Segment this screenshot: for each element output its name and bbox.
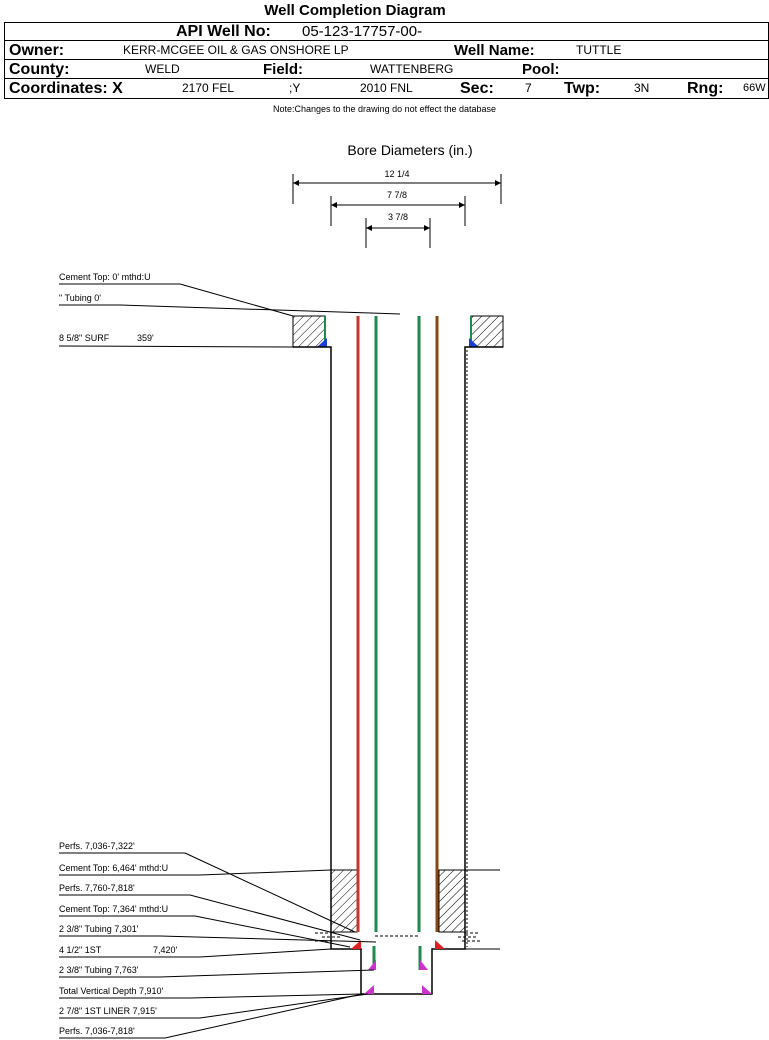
surface-cement-left bbox=[292, 315, 327, 348]
label-tubing-7763: 2 3/8" Tubing 7,763' bbox=[59, 965, 139, 975]
field-value: WATTENBERG bbox=[370, 62, 454, 76]
liner-shoe-left bbox=[364, 985, 374, 994]
callout-tubing-7301: 2 3/8" Tubing 7,301' bbox=[59, 924, 377, 943]
liner-shoe-right bbox=[422, 985, 432, 994]
callout-total-vertical-depth: Total Vertical Depth 7,910' bbox=[59, 986, 362, 999]
header-row-county: County: WELD Field: WATTENBERG Pool: bbox=[4, 60, 769, 79]
well-name-value: TUTTLE bbox=[576, 43, 622, 57]
owner-label: Owner: bbox=[9, 42, 65, 59]
coordinate-y-label: ;Y bbox=[289, 81, 301, 95]
bore-diameter-1-label: 12 1/4 bbox=[384, 169, 409, 179]
api-label: API Well No: bbox=[176, 23, 271, 40]
liner-mark-right-upper bbox=[420, 960, 428, 970]
label-surf-depth: 359' bbox=[137, 333, 154, 343]
label-perfs-3: Perfs. 7,036-7,818' bbox=[59, 1026, 135, 1036]
label-first-casing-depth: 7,420' bbox=[153, 945, 178, 955]
label-cement-top-7364: Cement Top: 7,364' mthd:U bbox=[59, 904, 168, 914]
callout-tubing-7763: 2 3/8" Tubing 7,763' bbox=[59, 965, 375, 978]
database-note: Note:Changes to the drawing do not effec… bbox=[273, 104, 496, 114]
twp-label: Twp: bbox=[564, 80, 601, 97]
field-label: Field: bbox=[263, 61, 303, 78]
sec-value: 7 bbox=[525, 81, 532, 95]
label-surf-casing: 8 5/8" SURF bbox=[59, 333, 110, 343]
production-cement-right bbox=[438, 869, 466, 933]
production-cement-left bbox=[330, 869, 358, 933]
header-row-api: API Well No: 05-123-17757-00- bbox=[4, 22, 769, 41]
page-title: Well Completion Diagram bbox=[264, 2, 446, 19]
callout-perfs-2: Perfs. 7,760-7,818' bbox=[59, 883, 361, 941]
twp-value: 3N bbox=[634, 81, 650, 95]
bore-diameter-3-label: 3 7/8 bbox=[388, 212, 408, 222]
label-liner: 2 7/8" 1ST LINER 7,915' bbox=[59, 1006, 157, 1016]
coordinates-label: Coordinates: X bbox=[9, 80, 123, 97]
callout-tubing-0: " Tubing 0' bbox=[59, 293, 401, 315]
coordinate-y-value: 2010 FNL bbox=[360, 81, 413, 95]
label-first-casing: 4 1/2" 1ST bbox=[59, 945, 102, 955]
callout-first-casing: 4 1/2" 1ST 7,420' bbox=[59, 945, 500, 958]
coordinate-x-value: 2170 FEL bbox=[182, 81, 235, 95]
surface-cement-right bbox=[469, 315, 504, 348]
callout-surf-casing: 8 5/8" SURF 359' bbox=[58, 333, 294, 348]
rng-label: Rng: bbox=[687, 80, 724, 97]
perforations-zone bbox=[315, 932, 482, 942]
surface-shoe-right bbox=[469, 338, 479, 347]
county-value: WELD bbox=[145, 62, 180, 76]
label-perfs-1: Perfs. 7,036-7,322' bbox=[59, 841, 135, 851]
header-row-owner: Owner: KERR-MCGEE OIL & GAS ONSHORE LP W… bbox=[4, 41, 769, 60]
surface-shoe-left bbox=[317, 338, 327, 347]
bore-diameters-title: Bore Diameters (in.) bbox=[347, 142, 472, 158]
label-cement-top-0: Cement Top: 0' mthd:U bbox=[59, 272, 151, 282]
sec-label: Sec: bbox=[460, 80, 494, 97]
label-total-vertical-depth: Total Vertical Depth 7,910' bbox=[59, 986, 164, 996]
label-tubing-7301: 2 3/8" Tubing 7,301' bbox=[59, 924, 139, 934]
well-name-label: Well Name: bbox=[454, 42, 535, 59]
callout-perfs-3: Perfs. 7,036-7,818' bbox=[59, 993, 363, 1039]
callout-liner: 2 7/8" 1ST LINER 7,915' bbox=[59, 993, 369, 1019]
callout-cement-top-0: Cement Top: 0' mthd:U bbox=[59, 272, 294, 317]
casing-shoe-right bbox=[435, 940, 445, 949]
callout-perfs-1: Perfs. 7,036-7,322' bbox=[59, 841, 356, 933]
header-row-coordinates: Coordinates: X 2170 FEL ;Y 2010 FNL Sec:… bbox=[4, 79, 769, 99]
owner-value: KERR-MCGEE OIL & GAS ONSHORE LP bbox=[123, 43, 349, 57]
label-cement-top-6464: Cement Top: 6,464' mthd:U bbox=[59, 863, 168, 873]
callout-cement-top-7364: Cement Top: 7,364' mthd:U bbox=[59, 904, 351, 948]
bore-dimension-3-7-8: 3 7/8 bbox=[365, 212, 431, 248]
bore-dimension-7-7-8: 7 7/8 bbox=[330, 190, 466, 226]
rng-value: 66W bbox=[743, 82, 766, 94]
liner-mark-left-upper bbox=[368, 960, 376, 970]
borehole-wall bbox=[293, 346, 503, 995]
casing-shoe-left bbox=[351, 940, 361, 949]
bore-dimension-12-1-4: 12 1/4 bbox=[292, 169, 502, 204]
bore-diameter-2-label: 7 7/8 bbox=[387, 190, 407, 200]
api-value: 05-123-17757-00- bbox=[302, 23, 423, 40]
pool-label: Pool: bbox=[522, 61, 560, 78]
county-label: County: bbox=[9, 61, 70, 78]
label-tubing-0: " Tubing 0' bbox=[59, 293, 101, 303]
label-perfs-2: Perfs. 7,760-7,818' bbox=[59, 883, 135, 893]
callout-cement-top-6464: Cement Top: 6,464' mthd:U bbox=[59, 863, 500, 876]
